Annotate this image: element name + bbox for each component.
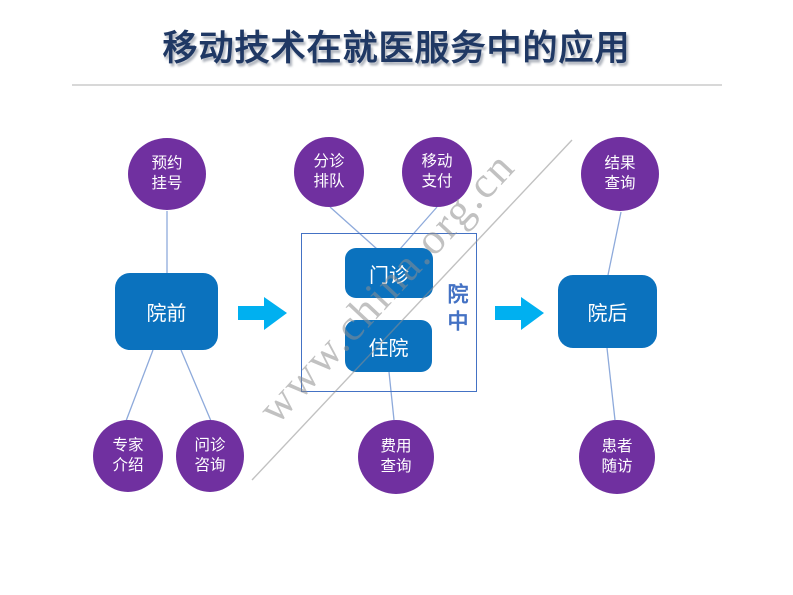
bubble-triage-queue: 分诊 排队	[294, 137, 364, 207]
stage-pre-hospital-label: 院前	[146, 303, 187, 325]
arrow-right-icon	[238, 297, 287, 330]
stage-in-hospital-label: 院中	[445, 283, 468, 337]
bubble-label: 分诊 排队	[313, 153, 345, 190]
bubble-result-query: 结果 查询	[581, 137, 659, 211]
stage-inpatient: 住院	[345, 320, 432, 372]
bubble-label: 结果 查询	[604, 155, 636, 192]
bubble-consultation: 问诊 咨询	[176, 420, 244, 492]
bubble-label: 患者 随访	[601, 438, 633, 475]
bubble-mobile-payment: 移动 支付	[402, 137, 472, 207]
arrow-right-icon	[495, 297, 544, 330]
stage-outpatient-label: 门诊	[369, 264, 409, 287]
stage-post-hospital-label: 院后	[587, 303, 628, 325]
title-divider	[72, 84, 722, 86]
stage-inpatient-label: 住院	[368, 337, 409, 360]
stage-pre-hospital: 院前	[115, 273, 218, 350]
bubble-appointment-registration: 预约 挂号	[128, 138, 206, 210]
connector-post-followup	[606, 347, 616, 421]
bubble-label: 预约 挂号	[151, 155, 183, 192]
stage-outpatient: 门诊	[345, 248, 433, 298]
bubble-label: 问诊 咨询	[194, 437, 226, 474]
connector-result-post	[607, 211, 622, 276]
page-title: 移动技术在就医服务中的应用	[162, 29, 631, 68]
bubble-label: 专家 介绍	[112, 437, 144, 474]
bubble-label: 费用 查询	[380, 438, 412, 475]
bubble-label: 移动 支付	[421, 153, 453, 190]
stage-post-hospital: 院后	[558, 275, 657, 348]
bubble-patient-followup: 患者 随访	[579, 420, 655, 494]
connector-pre-consult	[180, 349, 212, 422]
connector-pre-expert	[125, 349, 154, 422]
bubble-expert-introduction: 专家 介绍	[93, 420, 163, 492]
bubble-fee-query: 费用 查询	[358, 420, 434, 494]
